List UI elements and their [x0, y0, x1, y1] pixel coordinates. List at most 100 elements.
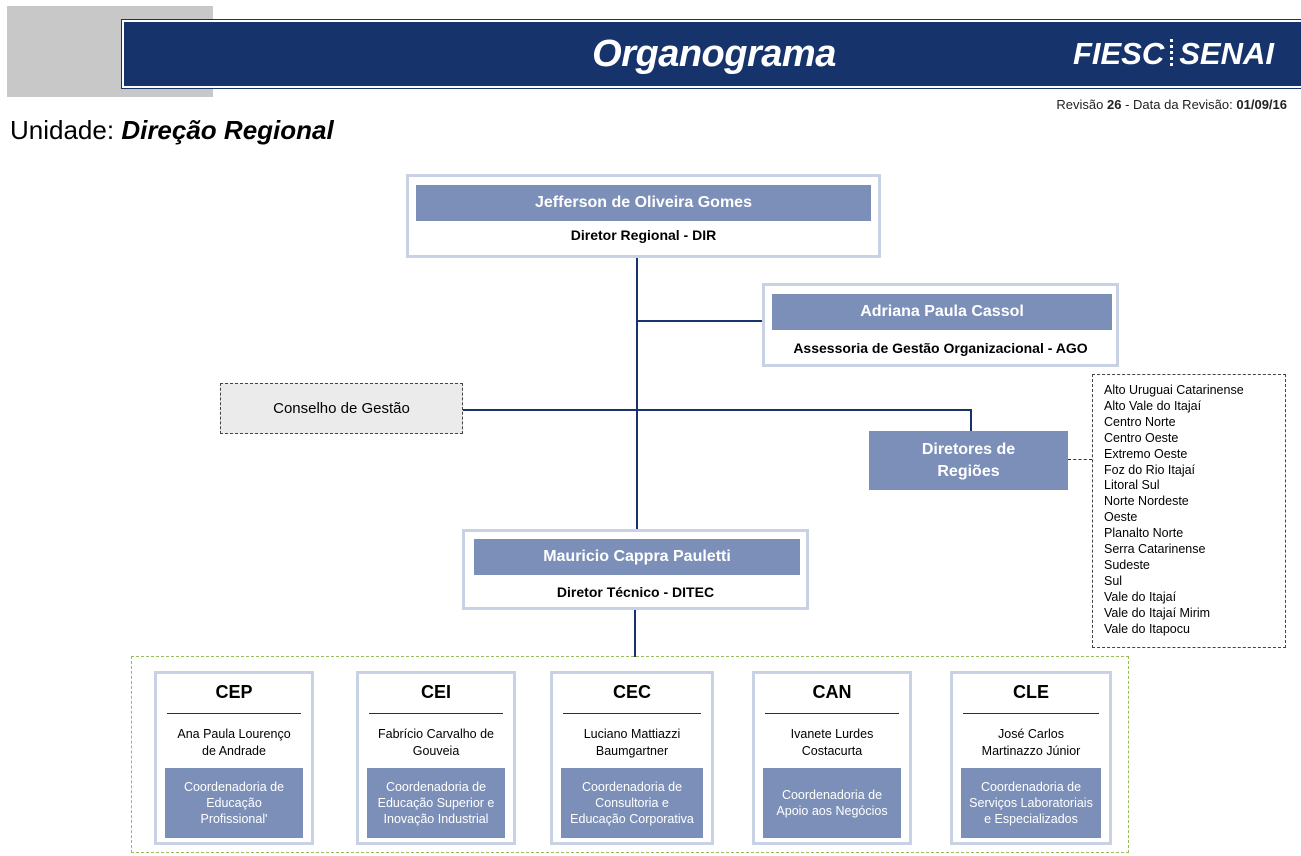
connector-regions-list — [1068, 459, 1092, 460]
region-item: Vale do Itapocu — [1104, 621, 1190, 636]
header-banner: Organograma FIESC SENAI — [122, 20, 1301, 88]
connector-ago — [636, 320, 764, 322]
advisory-role: Assessoria de Gestão Organizacional - AG… — [793, 340, 1088, 356]
revision-date: 01/09/16 — [1236, 97, 1287, 112]
region-item: Sudeste — [1104, 557, 1150, 572]
revision-info: Revisão 26 - Data da Revisão: 01/09/16 — [1056, 97, 1287, 112]
council-label: Conselho de Gestão — [273, 400, 410, 417]
coordination-person-line: Ana Paula Lourenço — [177, 727, 291, 741]
region-item: Extremo Oeste — [1104, 446, 1188, 461]
region-item: Norte Nordeste — [1104, 494, 1189, 509]
coordination-description: Coordenadoria de Consultoria e Educação Co… — [561, 768, 703, 838]
coordination-person: Ana Paula Lourenço de Andrade — [161, 726, 307, 760]
coordination-person-line: Costacurta — [801, 744, 863, 758]
director-technical-name: Mauricio Cappra Pauletti — [474, 539, 800, 575]
region-item: Planalto Norte — [1104, 526, 1184, 541]
org-node-advisory: Adriana Paula Cassol Assessoria de Gestã… — [762, 283, 1119, 367]
coordination-desc-line: Educação Superior e — [377, 796, 495, 810]
coordination-desc-line: Coordenadoria de — [581, 780, 683, 794]
coordination-person-line: de Andrade — [202, 744, 266, 758]
director-regional-name: Jefferson de Oliveira Gomes — [416, 185, 871, 221]
coordination-description: Coordenadoria de Serviços Laboratoriais e … — [961, 768, 1101, 838]
coordination-description: Coordenadoria de Educação Superior e Inova… — [367, 768, 505, 838]
unit-name: Direção Regional — [121, 115, 334, 145]
coordination-person-line: Baumgartner — [595, 744, 669, 758]
revision-number: 26 — [1107, 97, 1122, 112]
coordination-desc-line: Coordenadoria de — [980, 780, 1082, 794]
brand-logo-left: FIESC — [1072, 36, 1165, 71]
connector-ditec-coordinations — [634, 607, 636, 657]
coordination-person: Fabrício Carvalho de Gouveia — [363, 726, 509, 760]
coordination-desc-line: Apoio aos Negócios — [776, 804, 888, 818]
coordination-desc-line: Educação Corporativa — [570, 812, 694, 826]
coordination-divider — [765, 713, 899, 714]
coordination-desc-line: Profissional' — [200, 812, 268, 826]
coordination-code: CEP — [215, 682, 253, 702]
unit-heading: Unidade: Direção Regional — [10, 115, 334, 146]
coordination-code: CLE — [1013, 682, 1049, 702]
region-item: Centro Oeste — [1104, 430, 1179, 445]
revision-date-label: - Data da Revisão: — [1125, 97, 1233, 112]
org-node-director-regional: Jefferson de Oliveira Gomes Diretor Regi… — [406, 174, 881, 258]
brand-logo: FIESC SENAI — [1073, 22, 1274, 86]
region-item: Sul — [1104, 573, 1123, 588]
coordination-divider — [563, 713, 701, 714]
revision-label: Revisão — [1056, 97, 1104, 112]
advisory-name: Adriana Paula Cassol — [772, 294, 1112, 330]
coordination-person-line: Ivanete Lurdes — [790, 727, 874, 741]
coordination-desc-line: Serviços Laboratoriais — [969, 796, 1093, 810]
unit-label: Unidade: — [10, 115, 115, 145]
brand-separator — [1170, 39, 1174, 69]
region-item: Vale do Itajaí Mirim — [1104, 605, 1211, 620]
coordination-person-line: Luciano Mattiazzi — [583, 727, 681, 741]
region-item: Centro Norte — [1104, 414, 1176, 429]
page-title: Organograma — [592, 33, 836, 75]
region-item: Foz do Rio Itajaí — [1104, 462, 1196, 477]
coordination-person-line: Martinazzo Júnior — [981, 744, 1081, 758]
region-item: Vale do Itajaí — [1104, 589, 1177, 604]
region-item: Serra Catarinense — [1104, 542, 1206, 557]
director-technical-role: Diretor Técnico - DITEC — [556, 584, 715, 600]
coordination-desc-line: Coordenadoria de — [385, 780, 487, 794]
coordination-person-line: Fabrício Carvalho de — [377, 727, 495, 741]
org-node-council: Conselho de Gestão — [220, 383, 463, 434]
coordination-code: CEC — [612, 682, 651, 702]
connector-council-regions — [462, 409, 972, 411]
coordination-person-line: José Carlos — [998, 727, 1064, 741]
region-item: Litoral Sul — [1104, 478, 1160, 493]
coordination-description: Coordenadoria de Apoio aos Negócios — [763, 768, 901, 838]
region-item: Alto Vale do Itajaí — [1104, 398, 1202, 413]
coordination-code: CEI — [420, 682, 451, 702]
brand-logo-right: SENAI — [1179, 36, 1274, 71]
coordination-divider — [963, 713, 1099, 714]
region-item: Alto Uruguai Catarinense — [1104, 383, 1244, 397]
coordination-desc-line: Educação — [206, 796, 262, 810]
coordinations-group — [131, 656, 1129, 853]
coordination-divider — [369, 713, 503, 714]
connector-dir-ditec — [636, 256, 638, 537]
coordination-person-line: Gouveia — [412, 744, 460, 758]
coordination-desc-line: e Especializados — [984, 812, 1078, 826]
coordination-desc-line: Coordenadoria de — [183, 780, 285, 794]
director-regional-role: Diretor Regional - DIR — [570, 227, 717, 243]
connector-regions-drop — [970, 409, 972, 433]
coordination-desc-line: Inovação Industrial — [383, 812, 489, 826]
coordination-divider — [167, 713, 301, 714]
org-node-director-technical: Mauricio Cappra Pauletti Diretor Técnico… — [462, 529, 809, 610]
coordination-desc-line: Consultoria e — [595, 796, 669, 810]
coordination-desc-line: Coordenadoria de — [781, 788, 883, 802]
region-item: Oeste — [1104, 510, 1138, 525]
